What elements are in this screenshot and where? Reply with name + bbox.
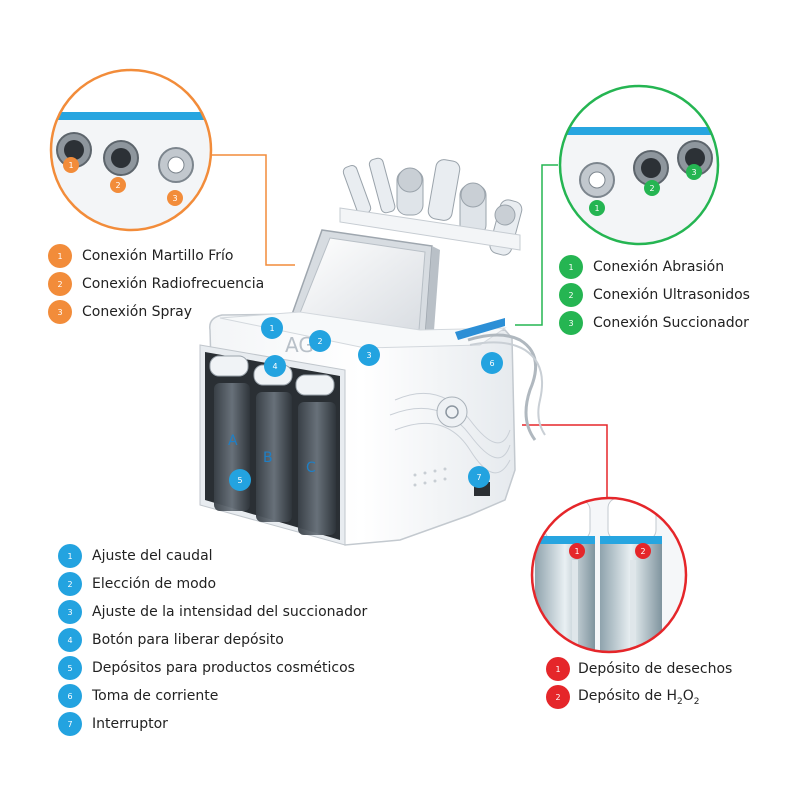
- svg-text:6: 6: [489, 359, 494, 368]
- svg-text:3: 3: [691, 168, 696, 177]
- svg-text:1: 1: [594, 204, 599, 213]
- green-zoom-circle: 1 2 3: [558, 84, 720, 246]
- svg-text:2: 2: [317, 337, 322, 346]
- device-marker-5: 5: [229, 469, 251, 491]
- legend-label: Depósito de H2O2: [578, 687, 700, 707]
- legend-label: Elección de modo: [92, 576, 217, 592]
- device-marker-3: 3: [358, 344, 380, 366]
- number-badge: 3: [559, 311, 583, 335]
- number-badge: 1: [58, 544, 82, 568]
- number-badge: 3: [48, 300, 72, 324]
- legend-item: 2 Elección de modo: [58, 570, 367, 598]
- svg-text:5: 5: [237, 476, 242, 485]
- number-badge: 2: [546, 685, 570, 709]
- legend-label: Depósito de desechos: [578, 661, 733, 677]
- orange-legend: 1 Conexión Martillo Frío 2 Conexión Radi…: [48, 242, 264, 326]
- number-badge: 3: [58, 600, 82, 624]
- number-badge: 1: [546, 657, 570, 681]
- brand-logo: AG: [285, 333, 314, 357]
- device-marker-7: 7: [468, 466, 490, 488]
- legend-item: 3 Conexión Succionador: [559, 309, 750, 337]
- svg-text:2: 2: [640, 547, 645, 556]
- tank-letter-c: C: [306, 460, 316, 476]
- number-badge: 4: [58, 628, 82, 652]
- legend-item: 1 Conexión Martillo Frío: [48, 242, 264, 270]
- legend-label: Botón para liberar depósito: [92, 632, 284, 648]
- number-badge: 5: [58, 656, 82, 680]
- touch-screen: [288, 229, 440, 344]
- device-marker-6: 6: [481, 352, 503, 374]
- legend-item: 4 Botón para liberar depósito: [58, 626, 367, 654]
- legend-label: Conexión Radiofrecuencia: [82, 276, 265, 292]
- number-badge: 2: [48, 272, 72, 296]
- legend-item: 3 Conexión Spray: [48, 298, 264, 326]
- svg-text:3: 3: [172, 194, 177, 203]
- red-legend: 1 Depósito de desechos 2 Depósito de H2O…: [546, 655, 732, 711]
- number-badge: 7: [58, 712, 82, 736]
- legend-label: Conexión Abrasión: [593, 259, 725, 275]
- device-marker-2: 2: [309, 330, 331, 352]
- legend-item: 5 Depósitos para productos cosméticos: [58, 654, 367, 682]
- legend-label: Ajuste de la intensidad del succionador: [92, 604, 368, 620]
- svg-text:1: 1: [269, 324, 274, 333]
- number-badge: 1: [48, 244, 72, 268]
- legend-item: 2 Conexión Ultrasonidos: [559, 281, 750, 309]
- legend-item: 2 Conexión Radiofrecuencia: [48, 270, 264, 298]
- red-connector-line: [522, 424, 608, 500]
- legend-label: Ajuste del caudal: [92, 548, 213, 564]
- number-badge: 1: [559, 255, 583, 279]
- svg-text:2: 2: [115, 181, 120, 190]
- device-marker-4: 4: [264, 355, 286, 377]
- number-badge: 6: [58, 684, 82, 708]
- device-marker-1: 1: [261, 317, 283, 339]
- number-badge: 2: [559, 283, 583, 307]
- legend-label: Conexión Succionador: [593, 315, 749, 331]
- legend-label: Conexión Spray: [82, 304, 193, 320]
- svg-text:4: 4: [272, 362, 277, 371]
- orange-connector-line: [208, 154, 295, 266]
- legend-label: Toma de corriente: [92, 688, 219, 704]
- legend-item: 7 Interruptor: [58, 710, 367, 738]
- blue-legend: 1 Ajuste del caudal 2 Elección de modo 3…: [58, 542, 367, 738]
- svg-text:1: 1: [574, 547, 579, 556]
- svg-text:2: 2: [649, 184, 654, 193]
- green-legend: 1 Conexión Abrasión 2 Conexión Ultrasoni…: [559, 253, 750, 337]
- orange-zoom-circle: 1 2 3: [49, 68, 213, 232]
- legend-item: 6 Toma de corriente: [58, 682, 367, 710]
- legend-item: 1 Depósito de desechos: [546, 655, 732, 683]
- tank-letter-a: A: [228, 433, 238, 449]
- legend-item: 1 Ajuste del caudal: [58, 542, 367, 570]
- handpieces: [342, 157, 523, 256]
- legend-label: Conexión Martillo Frío: [82, 248, 234, 264]
- svg-text:1: 1: [68, 161, 73, 170]
- svg-text:3: 3: [366, 351, 371, 360]
- red-zoom-circle: 1 2: [530, 496, 688, 654]
- legend-label: Interruptor: [92, 716, 168, 732]
- legend-item: 2 Depósito de H2O2: [546, 683, 732, 711]
- svg-text:7: 7: [476, 473, 481, 482]
- number-badge: 2: [58, 572, 82, 596]
- legend-item: 3 Ajuste de la intensidad del succionado…: [58, 598, 367, 626]
- tank-letter-b: B: [263, 450, 273, 466]
- legend-label: Conexión Ultrasonidos: [593, 287, 750, 303]
- green-connector-line: [515, 164, 558, 326]
- legend-label: Depósitos para productos cosméticos: [92, 660, 355, 676]
- legend-item: 1 Conexión Abrasión: [559, 253, 750, 281]
- device-markers: 1 2 3 4 5 6 7: [229, 317, 503, 491]
